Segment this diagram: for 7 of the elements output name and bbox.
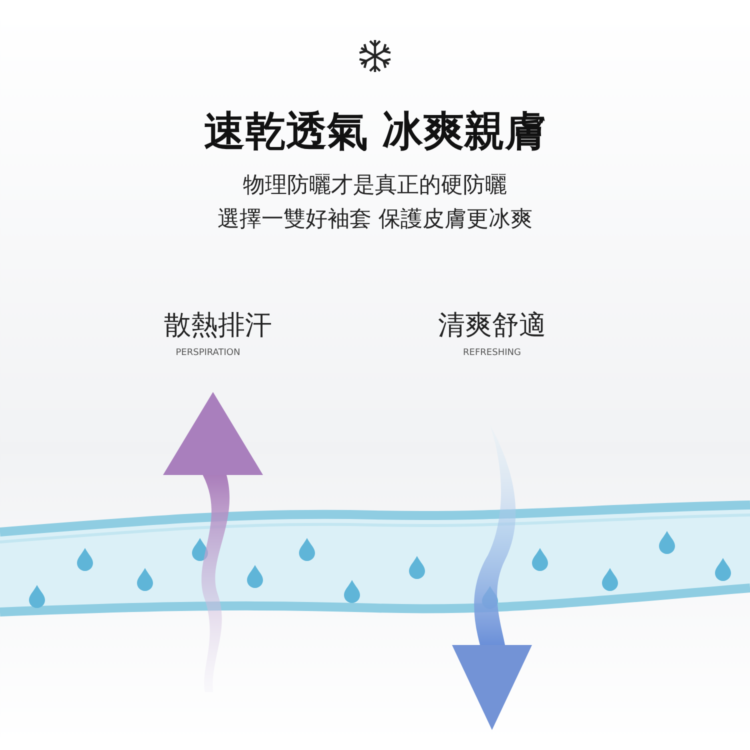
subtitle: 選擇一雙好袖套 保護皮膚更冰爽 (218, 206, 532, 234)
heading: 散熱排汗 (164, 309, 272, 343)
caption: PERSPIRATION (176, 348, 240, 358)
title: 速乾透氣 冰爽親膚 (204, 106, 546, 157)
caption: REFRESHING (463, 348, 521, 358)
heading: 清爽舒適 (438, 309, 546, 343)
subtitle: 物理防曬才是真正的硬防曬 (243, 172, 507, 200)
